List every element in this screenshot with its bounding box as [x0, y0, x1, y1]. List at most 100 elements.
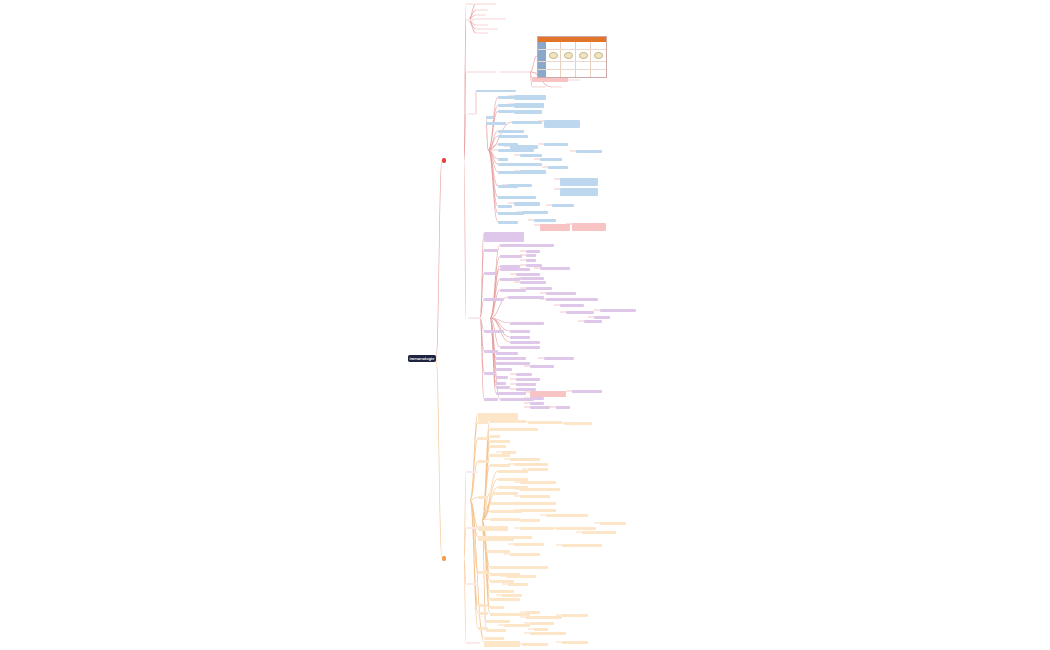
topic-node[interactable]: [516, 273, 540, 276]
topic-node[interactable]: [514, 95, 546, 100]
topic-node[interactable]: [520, 481, 556, 484]
topic-node[interactable]: [498, 135, 528, 138]
topic-node[interactable]: [496, 382, 506, 385]
topic-node[interactable]: [508, 184, 532, 187]
topic-node[interactable]: [528, 468, 548, 471]
topic-node[interactable]: [520, 154, 542, 157]
topic-node[interactable]: [496, 362, 530, 365]
topic-node[interactable]: [514, 463, 548, 466]
topic-node[interactable]: [478, 536, 514, 541]
topic-node[interactable]: [556, 406, 570, 409]
topic-node[interactable]: [508, 428, 538, 431]
topic-node[interactable]: [500, 265, 520, 268]
topic-node[interactable]: [548, 166, 568, 169]
topic-node[interactable]: [484, 249, 498, 252]
topic-node[interactable]: [506, 575, 536, 578]
topic-node[interactable]: [476, 9, 488, 11]
topic-node[interactable]: [498, 205, 512, 208]
topic-node[interactable]: [510, 536, 532, 539]
topic-node[interactable]: [478, 571, 488, 574]
topic-node[interactable]: [484, 272, 496, 275]
topic-node[interactable]: [520, 509, 556, 512]
topic-node[interactable]: [498, 143, 518, 146]
topic-node[interactable]: [520, 170, 546, 174]
topic-node[interactable]: [498, 478, 528, 481]
topic-node[interactable]: [510, 341, 540, 344]
central-topic[interactable]: Immunologie: [408, 355, 436, 362]
topic-node[interactable]: [530, 402, 544, 405]
topic-node[interactable]: [516, 502, 556, 505]
topic-node[interactable]: [476, 18, 506, 20]
topic-node[interactable]: [526, 287, 552, 290]
topic-node[interactable]: [544, 357, 574, 360]
topic-node[interactable]: [496, 386, 510, 389]
topic-node[interactable]: [500, 398, 534, 401]
topic-node[interactable]: [496, 392, 526, 395]
topic-node[interactable]: [476, 3, 496, 5]
topic-node[interactable]: [484, 641, 520, 647]
topic-node[interactable]: [544, 120, 580, 128]
topic-node[interactable]: [478, 612, 488, 615]
topic-node[interactable]: [478, 413, 518, 421]
topic-node[interactable]: [490, 435, 500, 438]
topic-node[interactable]: [484, 350, 498, 353]
topic-node[interactable]: [520, 281, 546, 284]
topic-node[interactable]: [466, 583, 478, 585]
topic-node[interactable]: [516, 373, 532, 376]
topic-node[interactable]: [498, 171, 524, 174]
topic-node[interactable]: [564, 422, 592, 425]
topic-node[interactable]: [530, 391, 566, 397]
topic-node[interactable]: [490, 566, 518, 569]
topic-node[interactable]: [476, 24, 488, 26]
topic-node[interactable]: [486, 629, 506, 632]
topic-node[interactable]: [466, 3, 474, 5]
topic-node[interactable]: [510, 566, 548, 569]
topic-node[interactable]: [504, 624, 530, 627]
topic-node[interactable]: [546, 292, 576, 295]
topic-node[interactable]: [490, 428, 510, 431]
topic-node[interactable]: [526, 264, 542, 267]
topic-node[interactable]: [498, 104, 514, 107]
topic-node[interactable]: [526, 259, 536, 262]
topic-node[interactable]: [510, 145, 538, 149]
topic-node[interactable]: [478, 627, 488, 630]
topic-node[interactable]: [496, 352, 518, 355]
topic-node[interactable]: [510, 458, 540, 461]
topic-node[interactable]: [512, 149, 534, 152]
topic-node[interactable]: [520, 495, 550, 498]
topic-node[interactable]: [540, 158, 562, 161]
topic-node[interactable]: [498, 110, 514, 113]
topic-node[interactable]: [514, 110, 542, 114]
topic-node[interactable]: [490, 598, 520, 601]
topic-node[interactable]: [532, 77, 568, 82]
topic-node[interactable]: [508, 583, 528, 586]
topic-node[interactable]: [486, 122, 506, 125]
topic-node[interactable]: [466, 527, 478, 529]
topic-node[interactable]: [498, 212, 524, 215]
topic-node[interactable]: [490, 440, 510, 443]
topic-node[interactable]: [500, 289, 526, 292]
topic-node[interactable]: [572, 223, 606, 231]
topic-node[interactable]: [528, 421, 562, 424]
topic-node[interactable]: [500, 244, 528, 247]
topic-node[interactable]: [510, 330, 530, 333]
topic-node[interactable]: [486, 116, 494, 119]
topic-node[interactable]: [596, 531, 616, 534]
topic-node[interactable]: [498, 158, 508, 161]
topic-node[interactable]: [566, 311, 594, 314]
topic-node[interactable]: [468, 317, 482, 319]
topic-node[interactable]: [520, 527, 554, 530]
topic-node[interactable]: [500, 71, 530, 73]
topic-node[interactable]: [552, 86, 562, 88]
topic-node[interactable]: [508, 296, 544, 299]
topic-node[interactable]: [476, 32, 488, 34]
topic-node[interactable]: [466, 71, 496, 73]
topic-node[interactable]: [556, 527, 582, 530]
topic-node[interactable]: [484, 330, 504, 333]
topic-node[interactable]: [490, 420, 526, 423]
topic-node[interactable]: [490, 580, 514, 583]
topic-node[interactable]: [484, 298, 504, 301]
topic-node[interactable]: [490, 518, 520, 521]
topic-node[interactable]: [486, 550, 510, 553]
